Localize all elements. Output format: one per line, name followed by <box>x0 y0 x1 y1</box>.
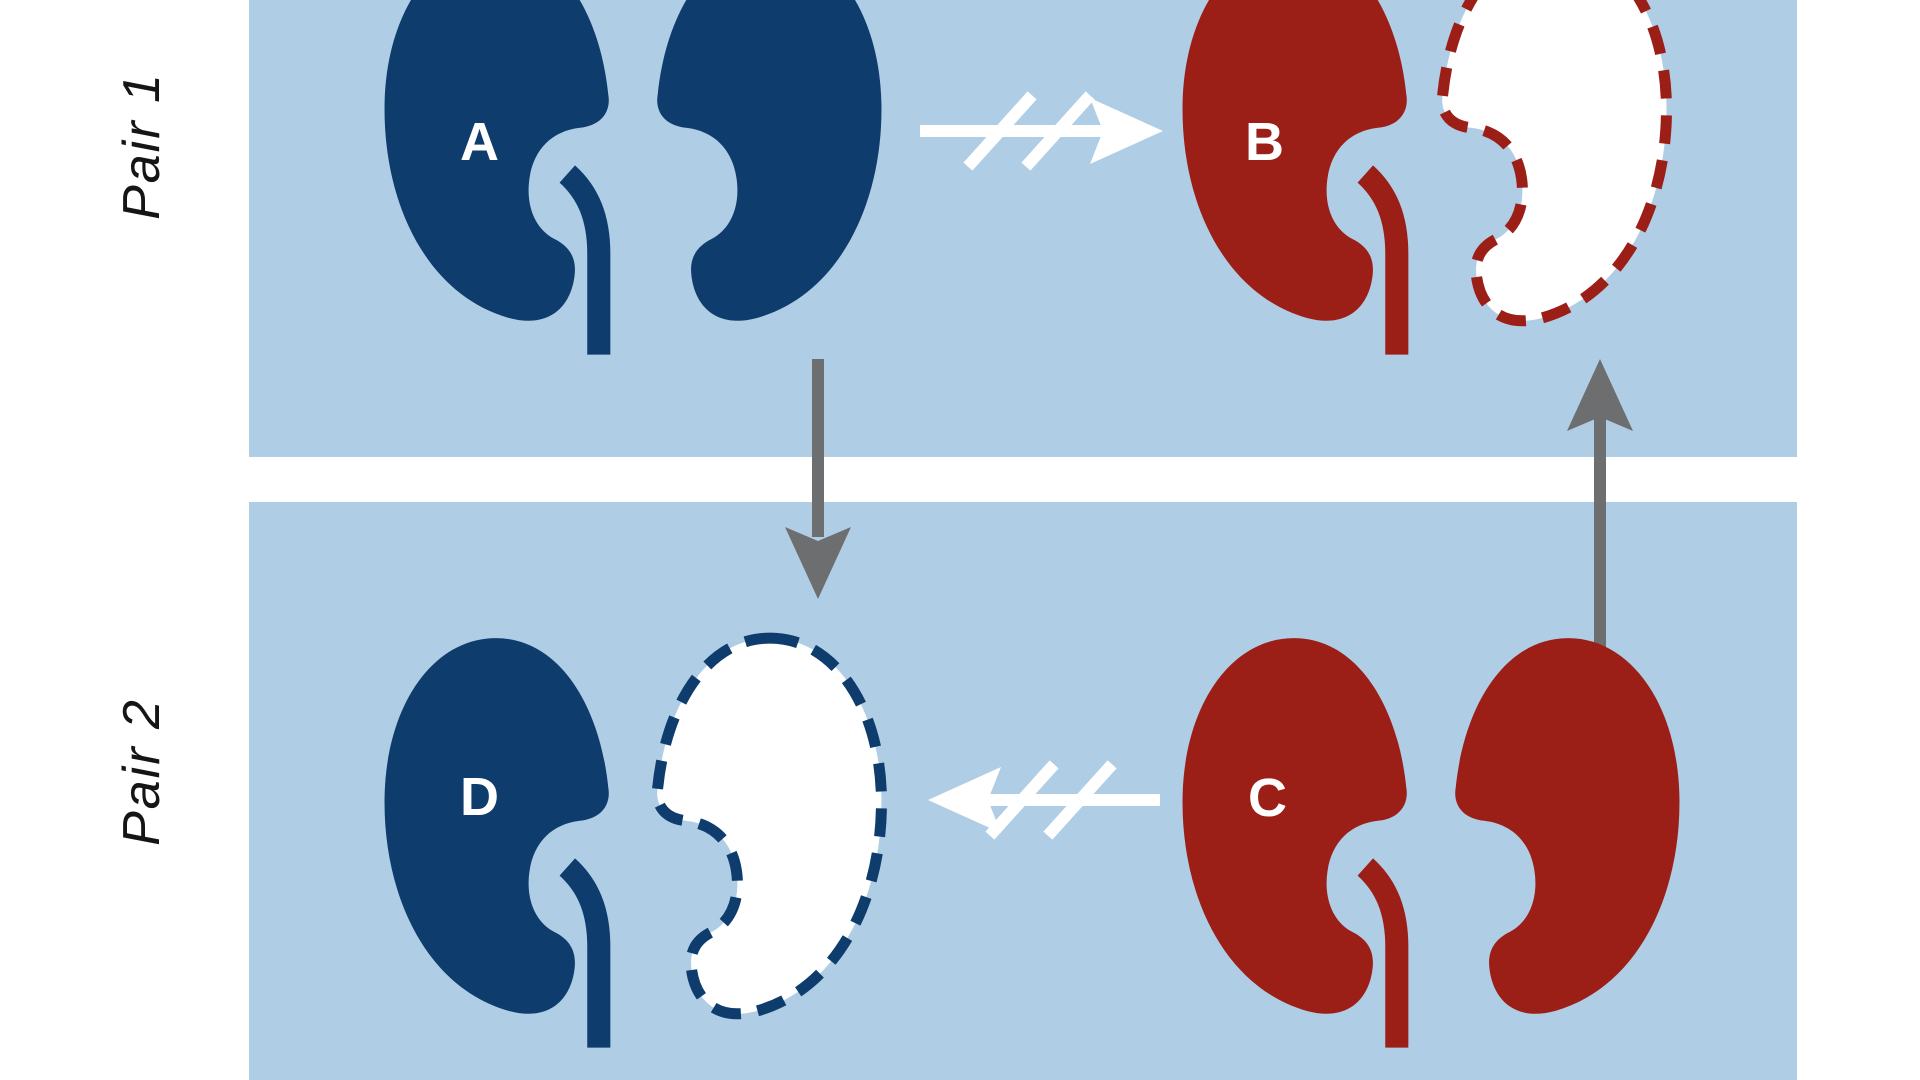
exchange-arrow-down-icon <box>785 359 851 599</box>
kidney-A-companion-solid <box>657 0 882 321</box>
exchange-arrow-up-icon <box>1567 359 1633 653</box>
kidney-A-solid <box>384 0 609 355</box>
kidney-B-companion-dashed <box>1442 0 1666 321</box>
kidney-D-solid <box>384 638 609 1048</box>
kidney-C-label: C <box>1248 768 1288 828</box>
pair1-label: Pair 1 <box>113 72 171 220</box>
kidney-D-label: D <box>460 767 500 827</box>
incompatible-arrow-left-icon <box>928 760 1160 840</box>
pair2-label: Pair 2 <box>113 698 171 846</box>
kidney-D-companion-dashed <box>657 638 881 1014</box>
incompatible-arrow-right-icon <box>920 91 1163 171</box>
kidney-A-label: A <box>460 112 500 172</box>
kidney-B-label: B <box>1245 112 1285 172</box>
kidney-B-solid <box>1182 0 1407 355</box>
kidney-C-solid <box>1182 638 1407 1048</box>
kidney-C-companion-solid <box>1455 638 1680 1014</box>
